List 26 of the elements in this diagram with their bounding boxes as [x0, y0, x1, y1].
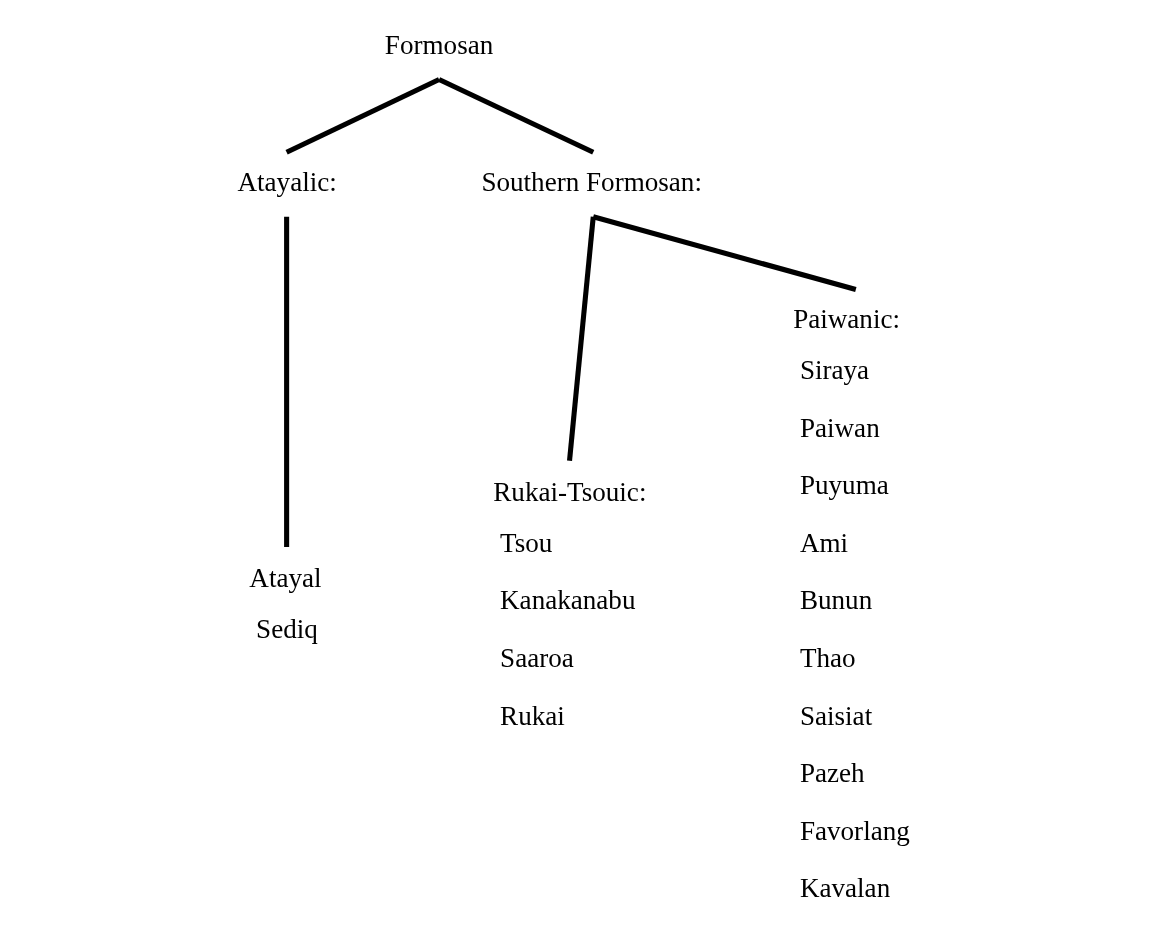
node-label: Rukai	[500, 700, 565, 731]
connector	[438, 77, 595, 155]
node-text: Southern Formosan:	[481, 166, 702, 197]
node-label: Paiwan	[799, 412, 880, 443]
node-label: Saisiat	[799, 700, 873, 731]
node-label: Ami	[799, 527, 849, 558]
connector	[567, 216, 596, 461]
node-label: Kavalan	[799, 873, 891, 904]
node-label: Bunun	[799, 585, 873, 616]
node-label: Thao	[799, 642, 856, 673]
node-label: Kanakanabu	[500, 585, 636, 616]
connector	[285, 77, 441, 155]
node-text: Atayalic:	[237, 166, 337, 197]
node-label: Pazeh	[799, 758, 865, 789]
connector	[592, 214, 857, 292]
node-label: Siraya	[799, 354, 870, 385]
node-label: Puyuma	[799, 470, 889, 501]
node-label: Saaroa	[500, 642, 574, 673]
node-text: Atayal	[249, 563, 322, 594]
node-text: Paiwanic:	[793, 304, 900, 335]
connector	[284, 216, 290, 548]
node-label: Tsou	[500, 527, 553, 558]
node-text: Formosan	[384, 29, 494, 60]
node-text: Rukai-Tsouic:	[493, 476, 647, 507]
node-label: Favorlang	[799, 815, 910, 846]
node-label: Sediq	[256, 614, 318, 645]
